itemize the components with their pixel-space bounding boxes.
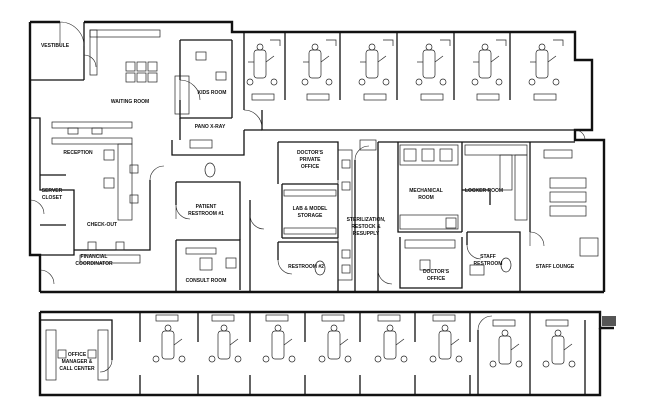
dental-chair-icon — [415, 43, 447, 101]
label-doctors-office-line2: OFFICE — [427, 276, 446, 282]
dental-chair-icon — [246, 43, 278, 101]
label-staff-lounge: STAFF LOUNGE — [536, 264, 575, 270]
dental-chair-icon — [489, 319, 523, 368]
south-dental-chairs — [152, 314, 576, 368]
restroom-fixtures — [185, 139, 512, 276]
dental-chair-icon — [262, 314, 296, 363]
label-check-out: CHECK-OUT — [87, 222, 117, 228]
dental-chair-icon — [318, 314, 352, 363]
dental-chair-icon — [429, 314, 463, 363]
label-financial-line2: COORDINATOR — [75, 261, 113, 267]
label-financial-line1: FINANCIAL — [81, 254, 108, 260]
label-consult-room: CONSULT ROOM — [186, 278, 227, 284]
dental-chair-icon — [528, 43, 560, 101]
label-staff-restroom-line2: RESTROOM — [474, 261, 503, 267]
room-labels: VESTIBULE WAITING ROOM KIDS ROOM PANO X-… — [41, 43, 575, 372]
label-vestibule: VESTIBULE — [41, 43, 70, 49]
sterilization-counters — [283, 139, 377, 281]
label-server-closet-line2: CLOSET — [42, 195, 62, 201]
interior-walls-north — [30, 22, 575, 292]
label-pano-xray: PANO X-RAY — [195, 124, 226, 130]
label-locker-room: LOCKER ROOM — [465, 188, 503, 194]
label-doctors-private-line2: PRIVATE — [300, 157, 322, 163]
dental-chair-icon — [374, 314, 408, 363]
label-reception: RECEPTION — [63, 150, 93, 156]
dental-chair-icon — [471, 43, 503, 101]
label-sterilization-line3: RESUPPLY — [353, 231, 380, 237]
label-kids-room: KIDS ROOM — [198, 90, 227, 96]
label-office-manager-line2: MANAGER & — [62, 359, 93, 365]
label-doctors-private-line1: DOCTOR'S — [297, 150, 324, 156]
label-staff-restroom-line1: STAFF — [480, 254, 496, 260]
north-dental-chairs — [246, 43, 560, 101]
reception-desk — [51, 121, 141, 264]
staff-lounge-tables — [543, 149, 599, 257]
label-lab-line2: STORAGE — [298, 213, 323, 219]
dental-chair-icon — [152, 314, 186, 363]
label-sterilization-line1: STERILIZATION, — [347, 217, 386, 223]
label-doctors-office-line1: DOCTOR'S — [423, 269, 450, 275]
label-sterilization-line2: RESTOCK & — [351, 224, 381, 230]
label-mechanical-line2: ROOM — [418, 195, 434, 201]
dental-chair-icon — [542, 319, 576, 368]
office-manager-desks — [45, 329, 109, 381]
label-doctors-private-line3: OFFICE — [301, 164, 320, 170]
waiting-room-chairs — [89, 29, 227, 115]
mechanical-and-locker — [399, 144, 528, 271]
entrance-step — [602, 316, 616, 326]
label-mechanical-line1: MECHANICAL — [409, 188, 443, 194]
interior-walls-south — [39, 311, 586, 395]
dental-chair-icon — [358, 43, 390, 101]
label-office-manager-line3: CALL CENTER — [59, 366, 95, 372]
label-patient-restroom-line2: RESTROOM #1 — [188, 211, 224, 217]
label-server-closet-line1: SERVER — [42, 188, 63, 194]
label-waiting-room: WAITING ROOM — [111, 99, 149, 105]
label-lab-line1: LAB & MODEL — [293, 206, 328, 212]
doors — [29, 21, 586, 373]
label-restroom-2: RESTROOM #2 — [288, 264, 324, 270]
label-patient-restroom-line1: PATIENT — [196, 204, 217, 210]
dental-chair-icon — [208, 314, 242, 363]
label-office-manager-line1: OFFICE — [68, 352, 87, 358]
north-operatory-partitions — [270, 32, 564, 100]
dental-chair-icon — [301, 43, 333, 101]
